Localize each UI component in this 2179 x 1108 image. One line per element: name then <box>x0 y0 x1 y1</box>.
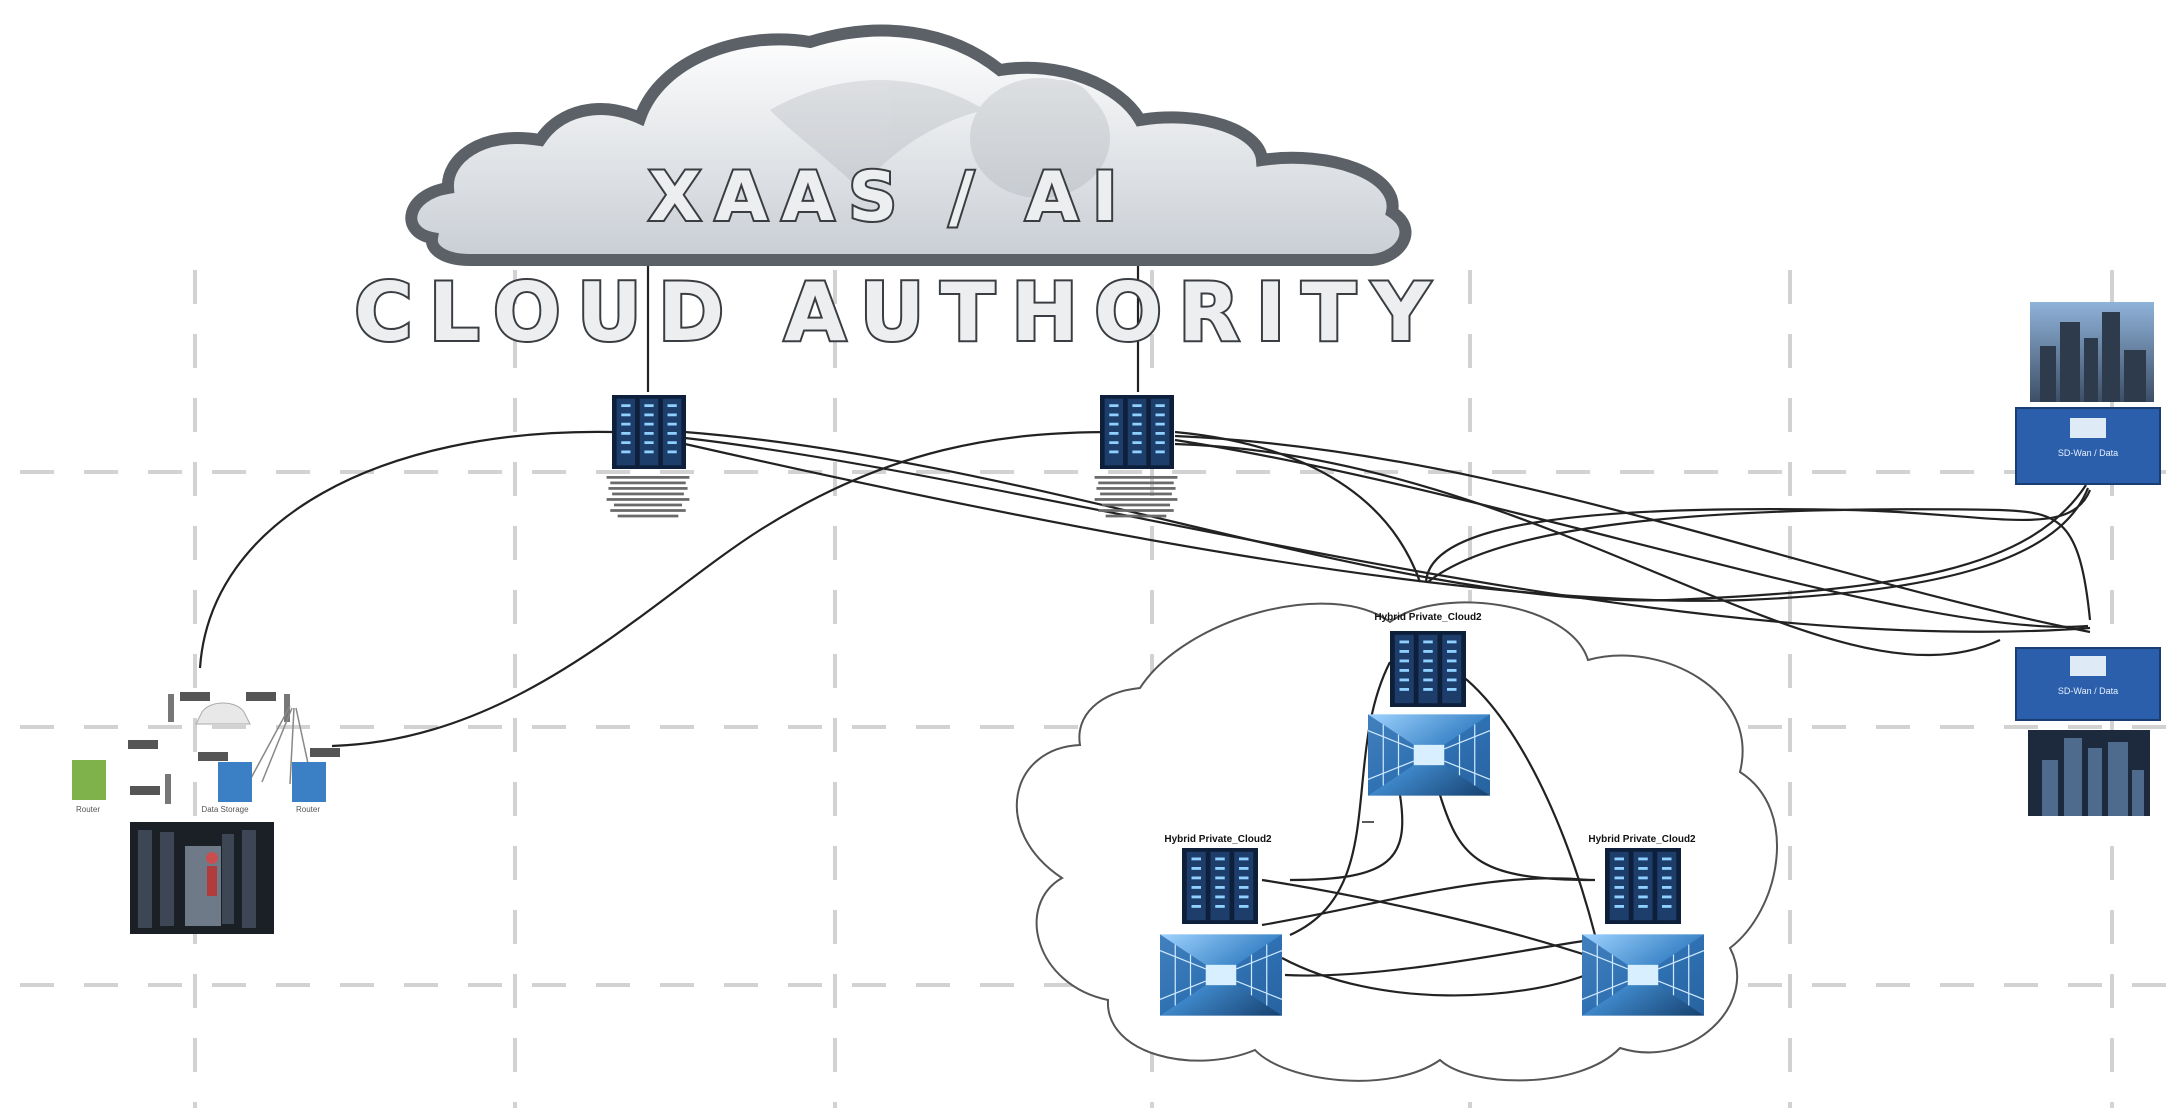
server-rack-icon <box>1182 848 1258 924</box>
connection-links <box>198 258 2092 997</box>
data-center-icon <box>1160 934 1282 1016</box>
network-switch-icon <box>128 692 340 795</box>
rack-caption-left <box>606 476 690 518</box>
network-device-icon <box>2070 656 2106 676</box>
sd-wan-panel-bottom: SD-Wan / Data <box>2015 647 2161 721</box>
switch-pole-icon <box>168 694 174 722</box>
data-storage-icon <box>218 762 252 802</box>
title-cloud-shape <box>405 24 1412 266</box>
right-site-bottom[interactable]: SD-Wan / Data <box>2015 647 2161 816</box>
hybrid-node-right[interactable]: Hybrid Private_Cloud2 <box>1582 834 1704 1016</box>
server-rack-icon <box>1605 848 1681 924</box>
city-skyline-icon <box>2028 730 2150 816</box>
server-rack-icon <box>1100 395 1174 469</box>
rack-caption-right <box>1094 476 1178 518</box>
hybrid-node-top-label: Hybrid Private_Cloud2 <box>1374 612 1482 623</box>
authority-rack-right[interactable] <box>1094 395 1178 518</box>
data-center-icon <box>1582 934 1704 1016</box>
on-prem-label-right: Router <box>296 805 320 814</box>
city-skyline-icon <box>2030 302 2154 402</box>
cloud-authority-banner: XAAS / AI CLOUD AUTHORITY <box>352 24 1446 361</box>
hybrid-node-left-label: Hybrid Private_Cloud2 <box>1164 834 1272 845</box>
server-room-photo <box>130 822 274 934</box>
authority-rack-left[interactable] <box>606 395 690 518</box>
right-site-top[interactable]: SD-Wan / Data <box>2015 302 2161 485</box>
small-cloud-icon <box>195 702 251 725</box>
router-icon <box>72 760 106 800</box>
hybrid-node-top[interactable]: Hybrid Private_Cloud2 <box>1368 612 1490 796</box>
hybrid-node-right-label: Hybrid Private_Cloud2 <box>1588 834 1696 845</box>
banner-top-text: XAAS / AI <box>649 158 1132 237</box>
sd-wan-panel-top-text: SD-Wan / Data <box>2058 448 2118 458</box>
on-premise-network[interactable]: Router Data Storage Router <box>72 692 340 934</box>
hybrid-node-left[interactable]: Hybrid Private_Cloud2 <box>1160 834 1282 1016</box>
on-prem-label-middle: Data Storage <box>201 805 249 814</box>
server-rack-icon <box>612 395 686 469</box>
on-prem-label-left: Router <box>76 805 100 814</box>
router-icon <box>292 762 326 802</box>
switch-pole-icon <box>165 774 171 804</box>
lion-emblem-icon <box>770 78 1110 198</box>
data-center-icon <box>1368 714 1490 796</box>
banner-bottom-text: CLOUD AUTHORITY <box>354 266 1446 359</box>
server-rack-icon <box>1390 631 1466 707</box>
switch-pole-icon <box>284 694 290 722</box>
network-device-icon <box>2070 418 2106 438</box>
sd-wan-panel-top: SD-Wan / Data <box>2015 407 2161 485</box>
sd-wan-panel-bottom-text: SD-Wan / Data <box>2058 686 2118 696</box>
